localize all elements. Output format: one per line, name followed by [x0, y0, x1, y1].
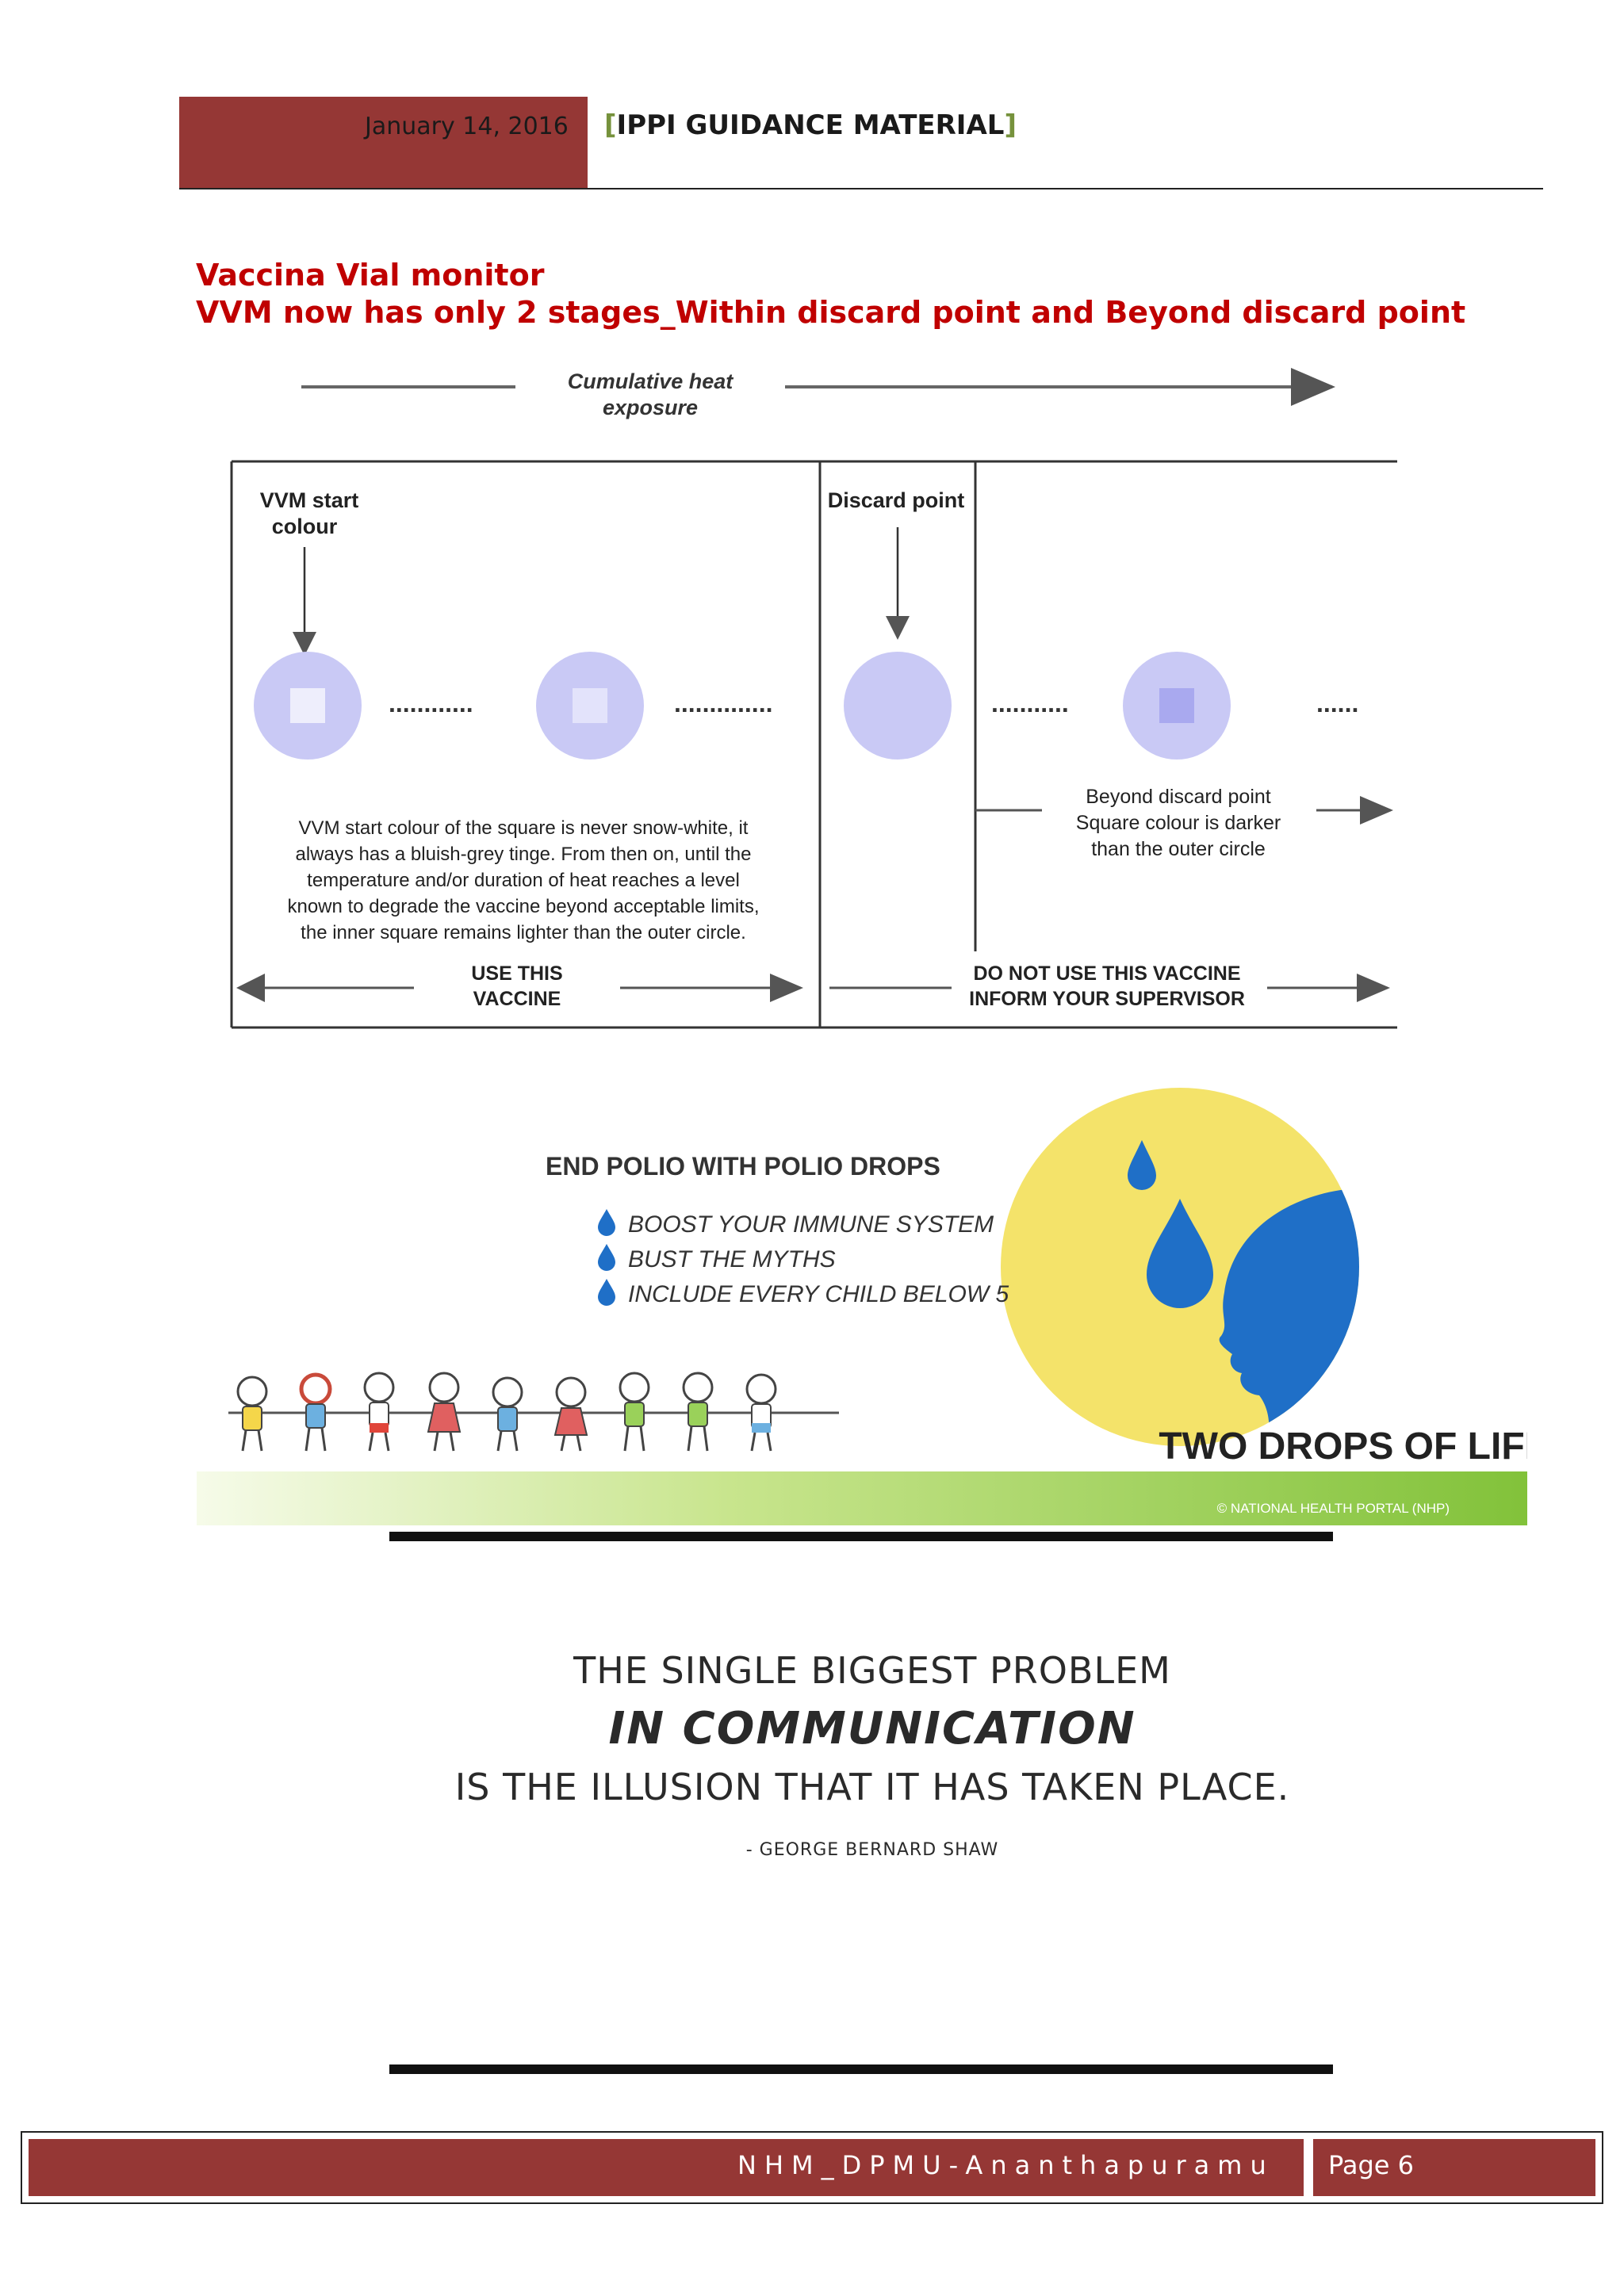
- heat-label-2: exposure: [603, 396, 698, 419]
- quote-line-2: IN COMMUNICATION: [608, 1703, 1136, 1755]
- child-figure: [299, 1372, 332, 1452]
- vvm-square-start: [290, 688, 325, 723]
- child-figure: [553, 1376, 588, 1452]
- green-band: [197, 1471, 1527, 1525]
- use-vaccine-1: USE THIS: [471, 962, 562, 985]
- quote-author: - GEORGE BERNARD SHAW: [745, 1840, 999, 1860]
- vvm-square-beyond: [1159, 688, 1194, 723]
- quote-line-3: IS THE ILLUSION THAT IT HAS TAKEN PLACE.: [454, 1766, 1290, 1808]
- separator-rule-top: [389, 1532, 1333, 1541]
- quote-block: THE SINGLE BIGGEST PROBLEM IN COMMUNICAT…: [317, 1649, 1427, 1860]
- do-not-use-2: INFORM YOUR SUPERVISOR: [969, 988, 1245, 1010]
- polio-bullet-2: BUST THE MYTHS: [628, 1246, 836, 1272]
- use-vaccine-2: VACCINE: [473, 988, 561, 1010]
- polio-bullet-1: BOOST YOUR IMMUNE SYSTEM: [628, 1211, 994, 1238]
- footer-separator: [1304, 2139, 1313, 2196]
- vvm-start-label-1: VVM start: [260, 488, 359, 512]
- child-figure: [427, 1372, 462, 1452]
- footer-left-bar: [29, 2139, 1304, 2196]
- header-color-block: [179, 97, 588, 189]
- vvm-diagram: Cumulative heat exposure VVM start colou…: [198, 349, 1411, 1062]
- beyond-line-2: Square colour is darker: [1076, 812, 1281, 834]
- header-bracket-open: [: [604, 109, 617, 141]
- heat-label-1: Cumulative heat: [568, 369, 734, 393]
- dots-1: ............: [389, 689, 473, 718]
- drop-large-icon: [1147, 1199, 1213, 1308]
- polio-headline: END POLIO WITH POLIO DROPS: [546, 1152, 940, 1181]
- do-not-use-1: DO NOT USE THIS VACCINE: [973, 962, 1240, 985]
- child-figure: [236, 1376, 268, 1452]
- dots-3: ...........: [991, 689, 1069, 718]
- vvm-desc-4: known to degrade the vaccine beyond acce…: [287, 896, 759, 917]
- dots-2: ..............: [674, 689, 772, 718]
- vvm-desc-2: always has a bluish-grey tinge. From the…: [296, 844, 752, 865]
- child-figure: [745, 1373, 777, 1452]
- children-illustration: [228, 1372, 839, 1452]
- two-drops-of-life: TWO DROPS OF LIFE: [1159, 1425, 1527, 1468]
- beyond-line-3: than the outer circle: [1091, 838, 1266, 860]
- header-bracket-close: ]: [1004, 109, 1017, 141]
- child-figure: [682, 1372, 714, 1452]
- bullet-drop-icon: [598, 1209, 615, 1236]
- header-title-text: IPPI GUIDANCE MATERIAL: [616, 109, 1005, 141]
- child-figure: [363, 1372, 395, 1452]
- vvm-square-mid: [573, 688, 607, 723]
- header-title: [IPPI GUIDANCE MATERIAL]: [604, 109, 1017, 141]
- section-heading: Vaccina Vial monitor: [196, 258, 545, 293]
- page-number: Page 6: [1328, 2150, 1414, 2180]
- vvm-desc-1: VVM start colour of the square is never …: [299, 817, 749, 839]
- vvm-desc-3: temperature and/or duration of heat reac…: [307, 870, 740, 891]
- header-rule: [179, 188, 1543, 189]
- section-subheading: VVM now has only 2 stages_Within discard…: [196, 295, 1466, 330]
- footer-org: NHM_DPMU-Ananthapuramu: [737, 2150, 1274, 2180]
- header-date: January 14, 2016: [365, 113, 569, 140]
- footer-frame: [21, 2131, 1603, 2204]
- polio-banner: © NATIONAL HEALTH PORTAL (NHP) TWO DROPS…: [197, 1062, 1550, 1535]
- vvm-desc-5: the inner square remains lighter than th…: [301, 922, 746, 943]
- nhp-credit: © NATIONAL HEALTH PORTAL (NHP): [1217, 1501, 1450, 1516]
- child-figure: [492, 1376, 523, 1452]
- vvm-start-label-2: colour: [272, 515, 338, 538]
- polio-bullet-3: INCLUDE EVERY CHILD BELOW 5: [628, 1281, 1009, 1307]
- bullet-drop-icon: [598, 1279, 615, 1306]
- dots-4: ......: [1316, 689, 1358, 718]
- separator-rule-bottom: [389, 2064, 1333, 2074]
- footer-right-bar: [1313, 2139, 1595, 2196]
- vvm-circle-discard: [844, 652, 952, 760]
- drop-small-icon: [1128, 1140, 1156, 1190]
- child-figure: [619, 1372, 650, 1452]
- discard-point-label: Discard point: [828, 488, 965, 512]
- beyond-line-1: Beyond discard point: [1086, 786, 1271, 808]
- bullet-drop-icon: [598, 1244, 615, 1271]
- quote-line-1: THE SINGLE BIGGEST PROBLEM: [573, 1649, 1171, 1692]
